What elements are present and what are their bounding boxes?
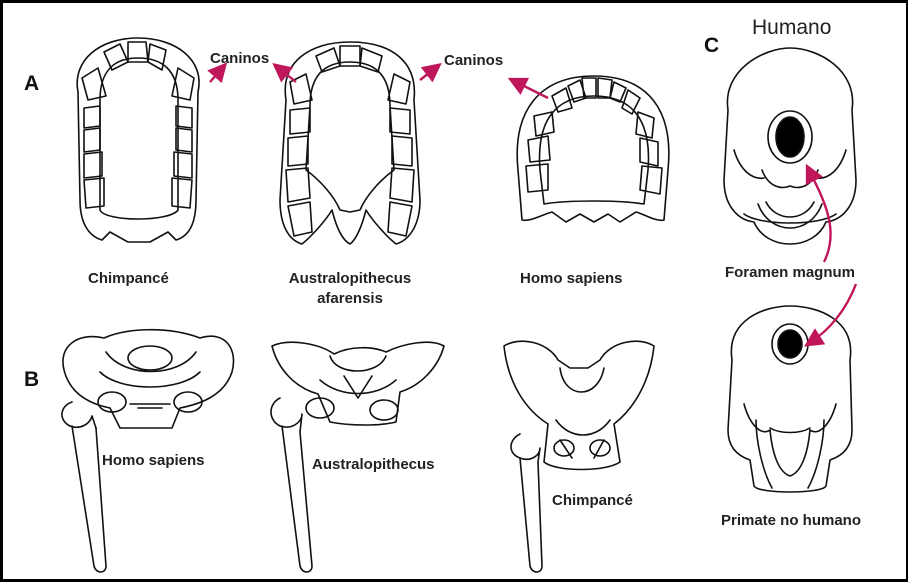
label-pelvis-homo: Homo sapiens (102, 452, 205, 470)
label-pelvis-chimp: Chimpancé (552, 492, 633, 510)
arrow-caninos-chimp (210, 66, 224, 82)
pelvis-chimpanzee (504, 341, 654, 572)
arrow-caninos-homo (512, 80, 548, 98)
jaw-chimpanzee (77, 38, 199, 242)
label-primate: Primate no humano (708, 512, 874, 530)
label-jaw-homo: Homo sapiens (520, 270, 623, 288)
pelvis-homo-sapiens (62, 330, 234, 572)
arrow-foramen-primate (808, 284, 856, 344)
jaw-homo-sapiens (517, 76, 669, 222)
label-foramen: Foramen magnum (714, 264, 866, 282)
label-pelvis-austral: Australopithecus (312, 456, 435, 474)
label-caninos-right: Caninos (444, 52, 503, 70)
jaw-australopithecus (280, 42, 420, 244)
panel-label-a: A (24, 72, 39, 96)
arrow-caninos-austral-right (420, 66, 438, 80)
foramen-human (776, 117, 804, 157)
panel-label-b: B (24, 368, 39, 392)
label-jaw-chimp: Chimpancé (88, 270, 169, 288)
label-caninos-left: Caninos (210, 50, 269, 68)
label-jaw-austral-1: Australopithecus (276, 270, 424, 288)
label-jaw-austral-2: afarensis (276, 290, 424, 308)
label-humano: Humano (752, 16, 831, 40)
panel-label-c: C (704, 34, 719, 58)
